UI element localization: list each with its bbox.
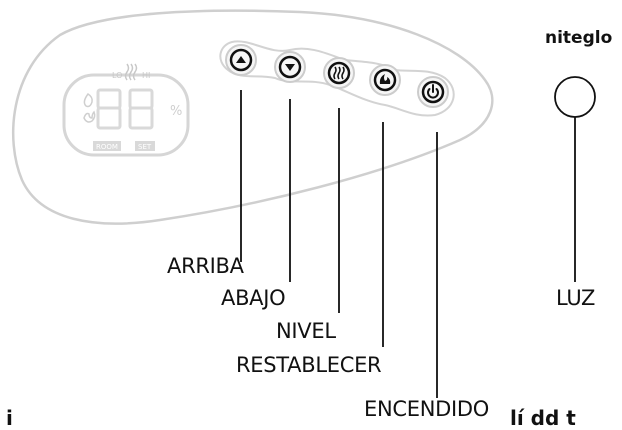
lcd-hi-label: HI [142,71,150,80]
power-button[interactable] [417,76,449,108]
light-button[interactable] [554,76,596,118]
lcd-digit-2 [128,88,154,130]
label-arriba: ARRIBA [167,254,244,278]
arrow-up-icon [236,56,246,63]
bottom-text-left: i [6,406,13,430]
lcd-percent-label: % [170,104,182,119]
level-button[interactable] [323,57,355,89]
niteglo-logo: niteglo [545,28,613,48]
label-encendido: ENCENDIDO [364,397,489,421]
bottom-text-right: lí dd t [510,406,576,430]
leader-lines [240,90,576,398]
lcd-lo-label: LO [112,71,122,80]
lcd-heat-icon [124,63,138,81]
arrow-down-icon [285,64,295,71]
heat-waves-icon [333,66,345,80]
button-cluster-outline [219,40,455,117]
lcd-set-label: SET [138,143,152,151]
lcd-display: LO HI % ROOM SET [62,63,190,157]
lcd-drop-icon [83,93,93,108]
down-button[interactable] [274,51,306,83]
lcd-room-label: ROOM [96,143,118,151]
label-luz: LUZ [556,286,596,310]
reset-button[interactable] [369,64,401,96]
lcd-flame-icon [83,110,96,123]
power-icon [427,84,439,99]
panel-outline [12,9,494,225]
label-restablecer: RESTABLECER [236,353,382,377]
label-abajo: ABAJO [221,286,286,310]
label-nivel: NIVEL [276,319,336,343]
lcd-digit-1 [96,88,122,130]
control-panel-diagram: LO HI % ROOM SET [12,9,596,398]
flame-reset-icon [379,74,391,84]
up-button[interactable] [225,44,257,76]
